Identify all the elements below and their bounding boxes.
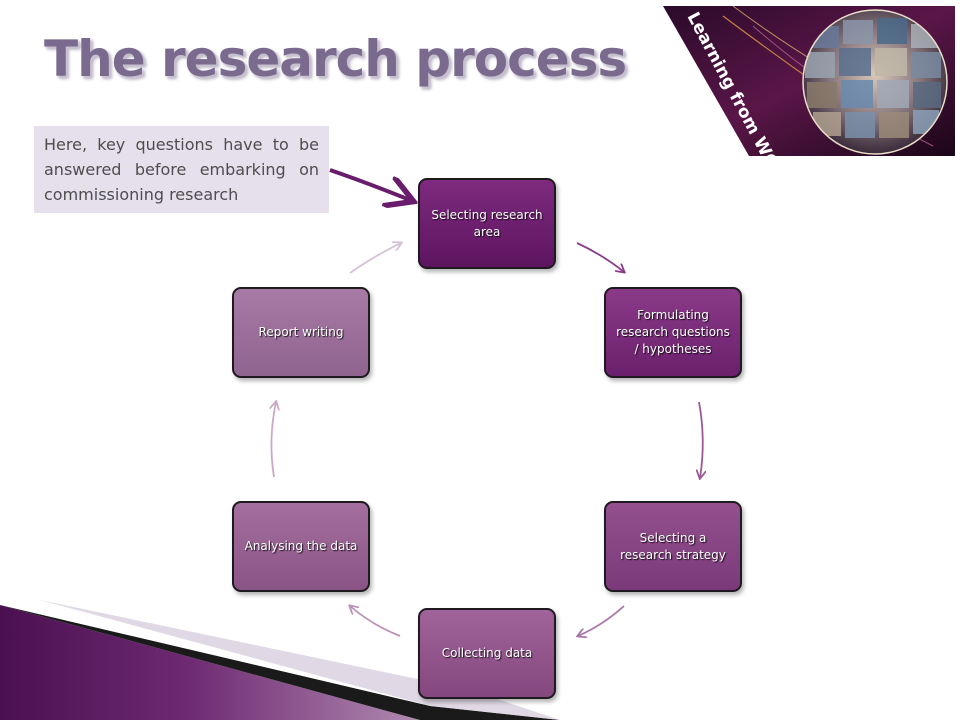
cycle-node-report-writing: Report writing (232, 287, 370, 378)
cycle-arrow-2 (699, 401, 703, 478)
callout-arrow (329, 168, 410, 200)
callout-note: Here, key questions have to be answered … (34, 126, 329, 213)
cycle-node-selecting-research-area: Selecting research area (418, 178, 556, 269)
cycle-arrow-6 (349, 243, 401, 274)
learning-from-work-logo: Learning from WOeRK (663, 6, 955, 156)
cycle-node-selecting-research-strategy: Selecting a research strategy (604, 501, 742, 592)
cycle-arrow-5 (271, 402, 276, 478)
cycle-arrow-4 (350, 606, 401, 637)
cycle-arrow-3 (578, 605, 625, 636)
cycle-arrow-1 (576, 242, 624, 272)
cycle-node-formulating-research-questions: Formulating research questions / hypothe… (604, 287, 742, 378)
cycle-node-collecting-data: Collecting data (418, 608, 556, 699)
slide-title: The research process (44, 30, 627, 88)
cycle-node-analysing-data: Analysing the data (232, 501, 370, 592)
